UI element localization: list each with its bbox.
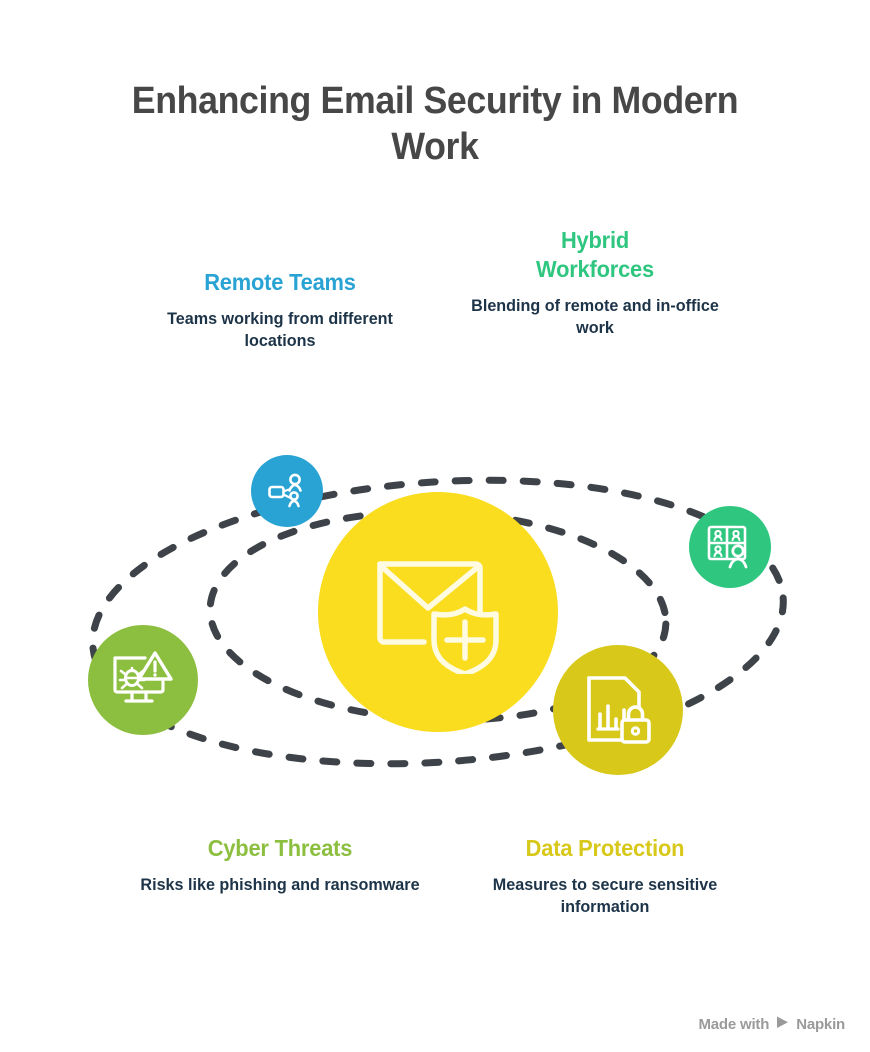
label-block-cyber-threats: Cyber Threats Risks like phishing and ra… (130, 834, 430, 896)
label-heading-hybrid-workforces: Hybrid Workforces (536, 227, 654, 282)
monitor-bug-warning-icon (110, 649, 176, 711)
label-description-remote-teams: Teams working from different locations (167, 308, 393, 350)
node-remote-teams[interactable] (251, 455, 323, 527)
label-block-hybrid-workforces: Hybrid Workforces Blending of remote and… (445, 226, 745, 339)
watermark-prefix: Made with (698, 1016, 770, 1033)
label-heading-remote-teams: Remote Teams (204, 269, 356, 295)
label-description-hybrid-workforces: Blending of remote and in-office work (471, 295, 719, 337)
label-description-cyber-threats: Risks like phishing and ransomware (140, 874, 420, 894)
outer-orbit-ellipse (89, 476, 787, 768)
label-heading-cyber-threats: Cyber Threats (207, 835, 353, 861)
node-hybrid-workforces[interactable] (689, 506, 771, 588)
document-chart-lock-icon (581, 672, 655, 748)
label-block-data-protection: Data Protection Measures to secure sensi… (455, 834, 755, 918)
remote-collaboration-icon (266, 470, 308, 512)
napkin-logo-icon (775, 1015, 790, 1034)
label-description-data-protection: Measures to secure sensitive information (492, 874, 718, 916)
node-cyber-threats[interactable] (88, 625, 198, 735)
video-conference-grid-icon (705, 522, 755, 572)
label-block-remote-teams: Remote Teams Teams working from differen… (130, 268, 430, 352)
email-shield-icon (372, 550, 504, 674)
node-data-protection[interactable] (553, 645, 683, 775)
label-heading-data-protection: Data Protection (525, 835, 685, 861)
watermark-brand: Napkin (796, 1016, 845, 1033)
orbit-diagram (0, 420, 870, 820)
center-node-email-security[interactable] (318, 492, 558, 732)
page-title: Enhancing Email Security in Modern Work (131, 80, 739, 169)
watermark: Made with Napkin (698, 1015, 845, 1034)
